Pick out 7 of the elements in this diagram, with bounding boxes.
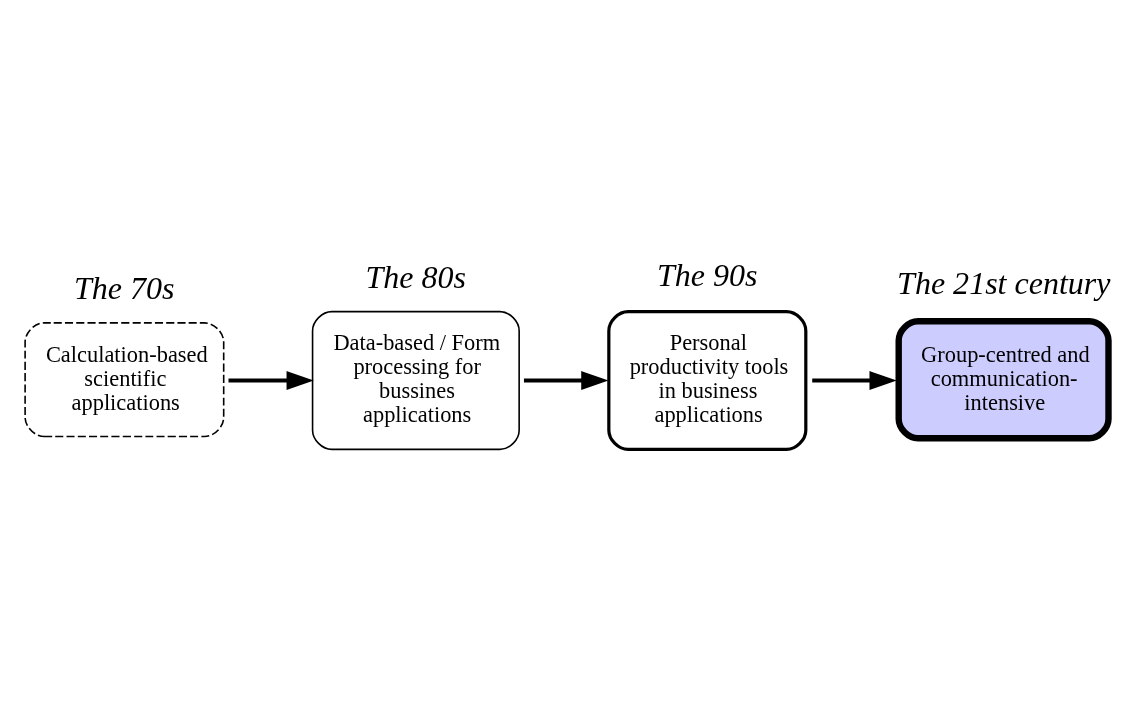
node-label: The 80s (365, 258, 466, 295)
arrow (523, 371, 609, 391)
node-label: The 90s (656, 257, 758, 294)
node-label: The 21st century (897, 265, 1111, 302)
arrow (812, 371, 897, 391)
node-label: The 70s (73, 269, 175, 306)
arrow (228, 371, 314, 391)
